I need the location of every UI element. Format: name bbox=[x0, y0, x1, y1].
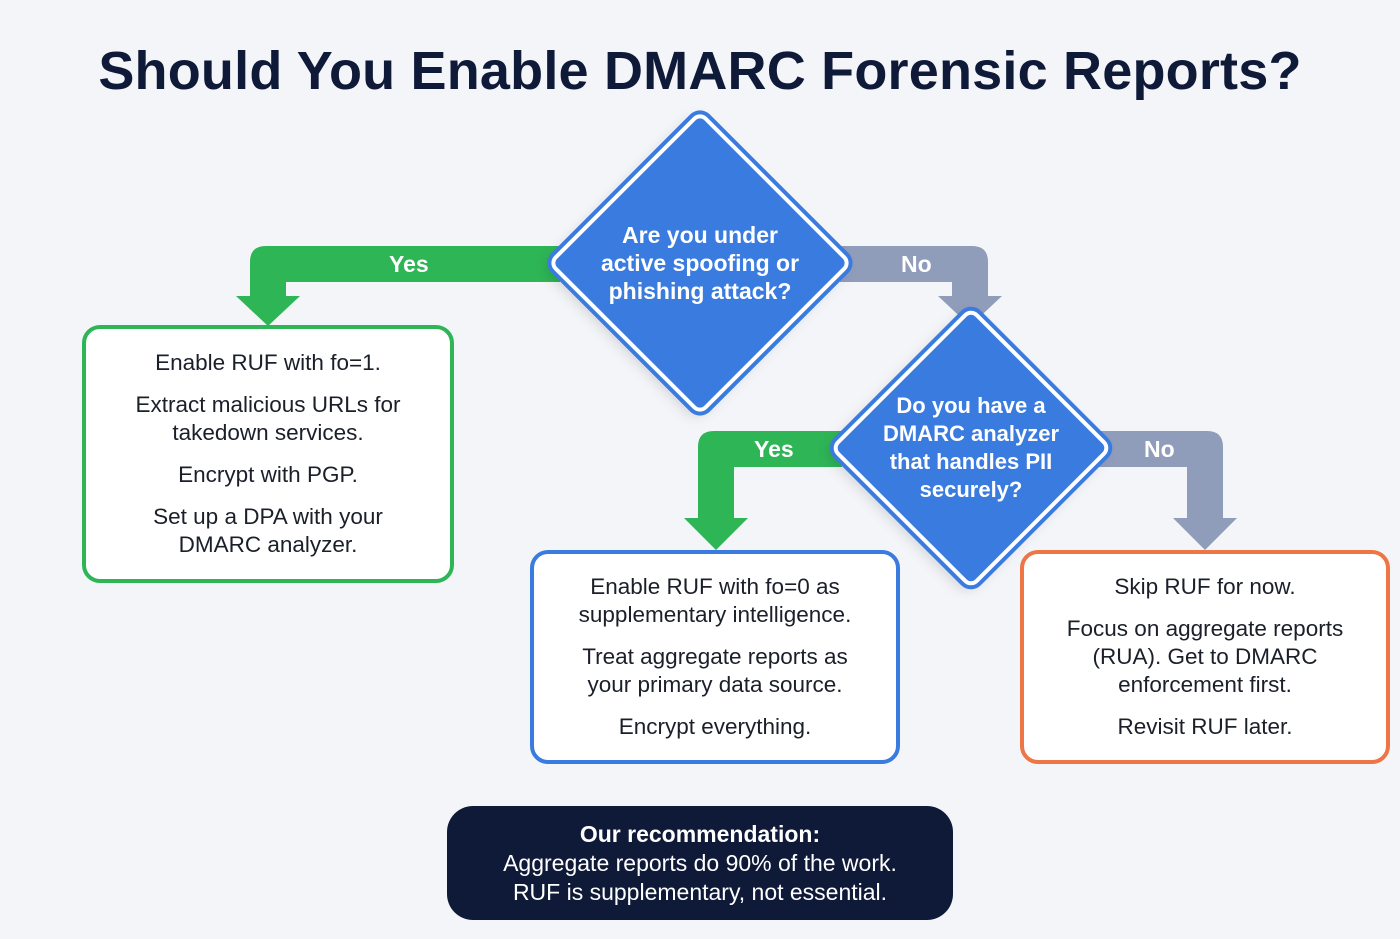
no-arrow-1 bbox=[840, 246, 1002, 326]
outcome-line: Encrypt with PGP. bbox=[178, 462, 358, 487]
outcome-line: Extract malicious URLs for takedown serv… bbox=[135, 392, 401, 445]
decision-text: Are you under active spoofing or phishin… bbox=[600, 222, 800, 304]
outcome-line: Set up a DPA with your DMARC analyzer. bbox=[153, 504, 383, 557]
recommendation-line: Aggregate reports do 90% of the work. bbox=[503, 849, 897, 876]
yes-label-2: Yes bbox=[754, 436, 794, 462]
outcome-line: Enable RUF with fo=1. bbox=[155, 350, 381, 375]
outcome-line: Treat aggregate reports as your primary … bbox=[582, 644, 848, 697]
decision-pii-analyzer: Do you have a DMARC analyzer that handle… bbox=[828, 306, 1114, 590]
recommendation-title: Our recommendation: bbox=[579, 820, 821, 847]
recommendation-line: RUF is supplementary, not essential. bbox=[512, 878, 888, 905]
outcome-line: Enable RUF with fo=0 as supplementary in… bbox=[578, 574, 852, 627]
decision-text: Do you have a DMARC analyzer that handle… bbox=[882, 393, 1060, 502]
outcome-skip-ruf: Skip RUF for now. Focus on aggregate rep… bbox=[1020, 550, 1390, 764]
yes-label-1: Yes bbox=[389, 251, 429, 277]
diagram-title: Should You Enable DMARC Forensic Reports… bbox=[98, 41, 1302, 101]
recommendation-banner: Our recommendation: Aggregate reports do… bbox=[447, 806, 953, 920]
outcome-enable-ruf-fo0: Enable RUF with fo=0 as supplementary in… bbox=[530, 550, 900, 764]
yes-arrow-2 bbox=[684, 431, 842, 550]
outcome-line: Skip RUF for now. bbox=[1114, 574, 1296, 599]
no-label-2: No bbox=[1144, 436, 1175, 462]
outcome-line: Revisit RUF later. bbox=[1117, 714, 1293, 739]
no-label-1: No bbox=[901, 251, 932, 277]
outcome-enable-ruf-fo1: Enable RUF with fo=1. Extract malicious … bbox=[82, 325, 454, 583]
outcome-line: Encrypt everything. bbox=[618, 714, 812, 739]
decision-active-attack: Are you under active spoofing or phishin… bbox=[547, 110, 853, 416]
yes-arrow-1 bbox=[236, 246, 560, 326]
no-arrow-2 bbox=[1098, 431, 1237, 550]
outcome-line: Focus on aggregate reports (RUA). Get to… bbox=[1066, 616, 1344, 697]
